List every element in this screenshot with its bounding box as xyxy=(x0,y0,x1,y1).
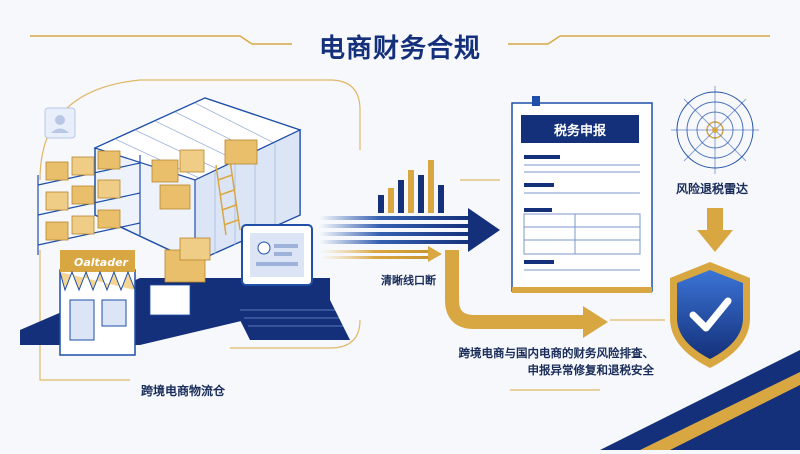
shop-sign-text: Oaltader xyxy=(74,256,128,269)
gold-flow-arrow xyxy=(320,246,608,338)
warehouse-label: 跨境电商物流仓 xyxy=(141,384,226,398)
corner-accent-gold xyxy=(640,372,800,450)
corner-accent-navy xyxy=(600,350,800,450)
tax-document xyxy=(511,96,653,293)
summary-line-2: 申报异常修复和退税安全 xyxy=(527,363,655,377)
page-title: 电商财务合规 xyxy=(318,34,481,64)
shield-check-icon xyxy=(670,262,750,368)
title-decoration xyxy=(30,35,770,45)
summary-text: 跨境电商与国内电商的财务风险排查、 申报异常修复和退税安全 xyxy=(438,345,655,379)
user-card-icon xyxy=(44,107,76,139)
radar-label: 风险退税雷达 xyxy=(676,182,749,196)
blue-flow-arrow xyxy=(320,208,500,252)
channel-label: 清晰线口断 xyxy=(381,274,436,287)
parcels-illustration xyxy=(149,237,211,316)
computer-illustration xyxy=(230,224,350,340)
connector-lines xyxy=(39,79,665,391)
shopfront-illustration xyxy=(59,250,136,356)
tax-document-title: 税务申报 xyxy=(553,124,606,139)
bar-chart-icon xyxy=(378,160,444,213)
radar-icon xyxy=(671,86,759,174)
down-arrow xyxy=(697,208,733,252)
warehouse-illustration xyxy=(37,97,302,263)
summary-line-1: 跨境电商与国内电商的财务风险排查、 xyxy=(458,346,655,360)
